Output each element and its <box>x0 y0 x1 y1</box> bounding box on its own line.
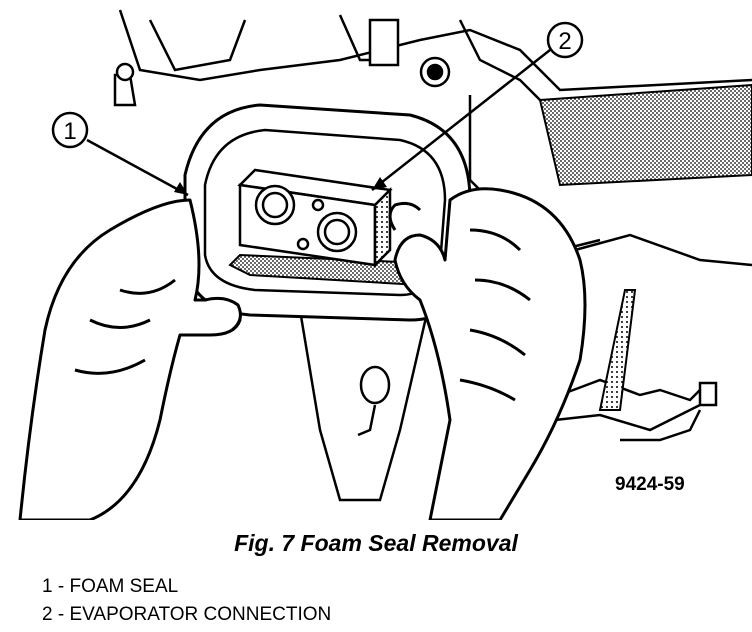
legend-number: 1 <box>42 576 53 597</box>
callout-2-label: 2 <box>558 28 571 55</box>
callout-2: 2 <box>371 21 584 191</box>
legend-item-evaporator-connection: 2 - EVAPORATOR CONNECTION <box>42 604 331 626</box>
legend-text: EVAPORATOR CONNECTION <box>69 604 332 625</box>
duct-shading <box>538 83 752 187</box>
legend-number: 2 <box>42 604 53 625</box>
right-bracket <box>554 233 752 442</box>
legend-text: FOAM SEAL <box>69 576 179 597</box>
callout-1-label: 1 <box>63 118 76 145</box>
legend-separator: - <box>57 576 70 597</box>
lower-case <box>298 299 432 502</box>
figure-code: 9424-59 <box>615 474 685 495</box>
legend-separator: - <box>57 604 70 625</box>
right-hand <box>388 187 587 520</box>
left-hand <box>18 198 242 520</box>
bracket-plate <box>598 289 637 411</box>
figure-caption: Fig. 7 Foam Seal Removal <box>234 530 518 556</box>
callout-1: 1 <box>51 111 189 197</box>
evaporator-connection-block <box>237 168 393 269</box>
foam-seal-removal-illustration: 1 2 9424-59 <box>18 9 752 520</box>
legend-item-foam-seal: 1 - FOAM SEAL <box>42 576 178 598</box>
